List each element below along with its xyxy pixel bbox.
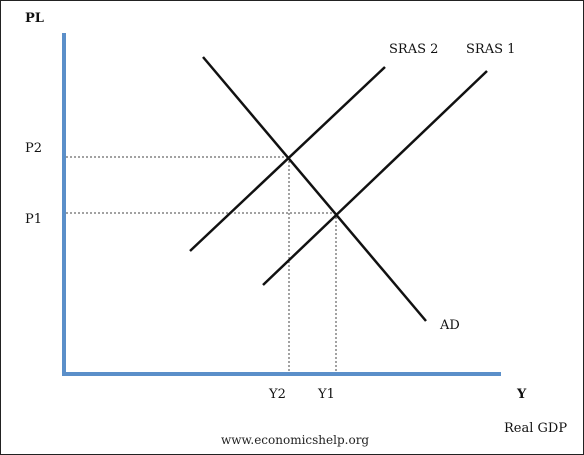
x-axis-label: Y bbox=[516, 387, 527, 402]
sras2-curve bbox=[189, 66, 386, 252]
ad-label: AD bbox=[439, 318, 460, 333]
p1-label: P1 bbox=[25, 212, 42, 227]
p2-label: P2 bbox=[25, 141, 42, 156]
source-credit: www.economicshelp.org bbox=[221, 433, 369, 447]
sras1-curve bbox=[262, 70, 488, 286]
x-axis-title: Real GDP bbox=[504, 421, 567, 436]
y1-label: Y1 bbox=[317, 387, 335, 402]
y-axis-label: PL bbox=[25, 11, 44, 26]
sras2-label: SRAS 2 bbox=[389, 42, 438, 57]
y2-label: Y2 bbox=[268, 387, 286, 402]
ad-curve bbox=[202, 56, 427, 322]
sras1-label: SRAS 1 bbox=[466, 42, 515, 57]
